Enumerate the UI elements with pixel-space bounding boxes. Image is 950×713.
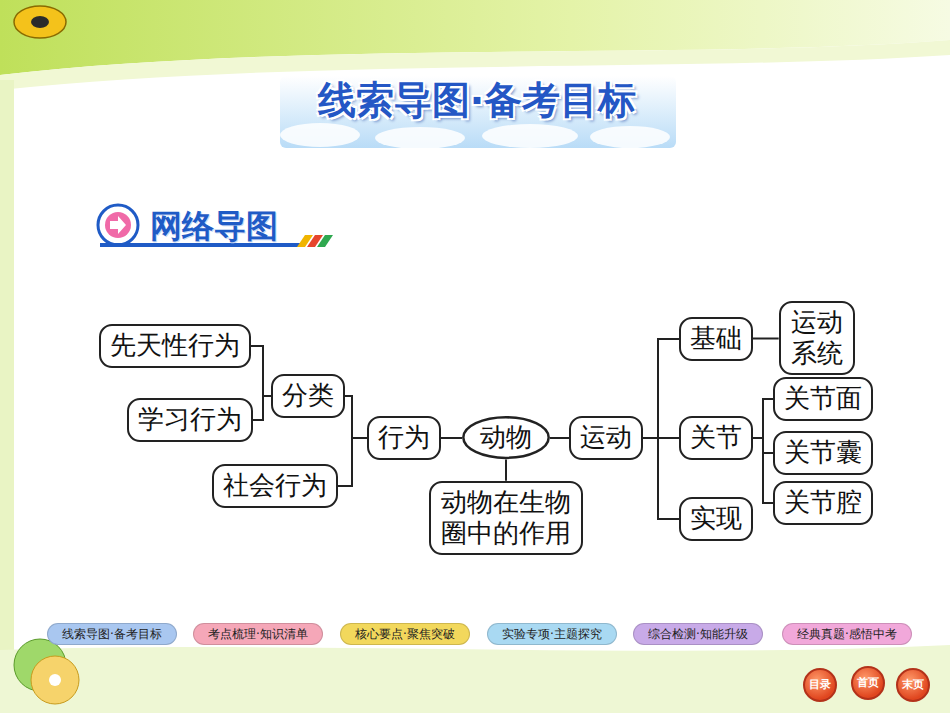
- connector-line: [643, 339, 679, 438]
- node-text: 核心要点·聚焦突破: [355, 627, 455, 641]
- connector-line: [338, 438, 367, 486]
- connector-line: [441, 437, 462, 439]
- nav-button: 核心要点·聚焦突破: [340, 623, 470, 645]
- connector-line: [550, 437, 569, 439]
- connector-line: [753, 338, 779, 340]
- node-text: 经典真题·感悟中考: [797, 627, 897, 641]
- section-heading: 网络导图: [150, 205, 278, 249]
- concept-box: 分类: [271, 374, 345, 417]
- concept-box: 先天性行为: [99, 324, 251, 367]
- concept-box: 基础: [679, 317, 753, 360]
- concept-box: 学习行为: [127, 398, 253, 441]
- concept-box: 实现: [679, 497, 753, 540]
- node-text: 关节囊: [784, 437, 862, 468]
- logo: [14, 6, 66, 38]
- page-button: 首页: [851, 666, 885, 700]
- connector-line: [643, 438, 679, 519]
- cd-icon: [14, 639, 79, 704]
- node-text: 先天性行为: [110, 330, 240, 361]
- node-text: 动物: [480, 422, 532, 453]
- concept-box: 动物在生物圈中的作用: [429, 481, 584, 555]
- logo-eye: [31, 16, 49, 28]
- nav-button: 综合检测·知能升级: [633, 623, 763, 645]
- node-text: 关节腔: [784, 487, 862, 518]
- connector-line: [505, 460, 507, 481]
- nav-button: 实验专项·主题探究: [487, 623, 617, 645]
- bottom-band: [0, 645, 950, 713]
- connector-line: [753, 399, 773, 438]
- node-text: 运动: [580, 422, 632, 453]
- node-text: 关节: [690, 422, 742, 453]
- section-icon: [98, 205, 138, 245]
- node-text: 实验专项·主题探究: [502, 627, 602, 641]
- page-button: 目录: [803, 668, 837, 702]
- node-text: 运动系统: [790, 307, 845, 369]
- concept-box: 关节面: [773, 377, 873, 420]
- concept-box: 关节囊: [773, 431, 873, 474]
- node-text: 动物在生物圈中的作用: [440, 487, 573, 549]
- page-button: 末页: [896, 668, 930, 702]
- node-text: 综合检测·知能升级: [648, 627, 748, 641]
- node-text: 目录: [809, 678, 831, 691]
- center-ellipse: 动物: [462, 416, 550, 459]
- node-text: 社会行为: [223, 470, 327, 501]
- nav-button: 经典真题·感悟中考: [782, 623, 912, 645]
- node-text: 学习行为: [138, 404, 242, 435]
- connector-line: [345, 396, 367, 438]
- concept-box: 关节: [679, 416, 753, 459]
- concept-box: 行为: [367, 416, 441, 459]
- node-text: 首页: [857, 676, 879, 689]
- concept-box: 关节腔: [773, 481, 873, 524]
- connector-line: [251, 346, 271, 396]
- node-text: 末页: [902, 678, 924, 691]
- concept-box: 运动系统: [779, 301, 856, 375]
- connector-line: [753, 438, 773, 503]
- nav-button: 线索导图·备考目标: [47, 623, 177, 645]
- node-text: 考点梳理·知识清单: [208, 627, 308, 641]
- node-text: 关节面: [784, 383, 862, 414]
- node-text: 实现: [690, 503, 742, 534]
- node-text: 分类: [282, 380, 334, 411]
- concept-box: 运动: [569, 416, 643, 459]
- left-band: [0, 80, 14, 680]
- node-text: 基础: [690, 323, 742, 354]
- node-text: 线索导图·备考目标: [62, 627, 162, 641]
- connector-line: [253, 396, 271, 420]
- concept-box: 社会行为: [212, 464, 338, 507]
- color-stripes: [297, 235, 333, 247]
- nav-button: 考点梳理·知识清单: [193, 623, 323, 645]
- slide-title: 线索导图·备考目标: [318, 75, 636, 126]
- node-text: 行为: [378, 422, 430, 453]
